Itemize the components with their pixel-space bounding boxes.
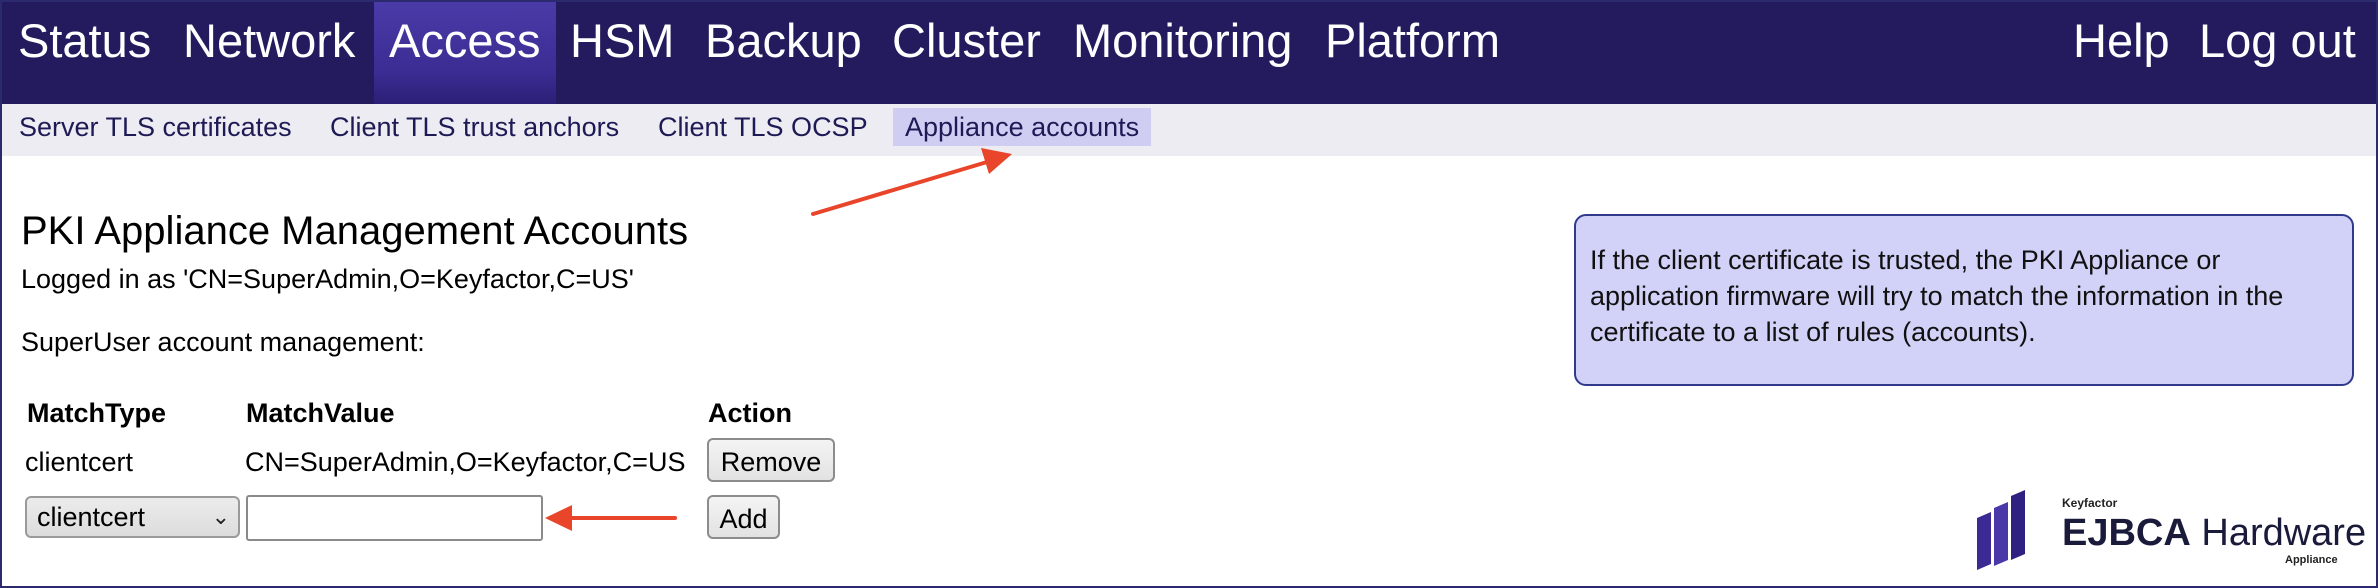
add-button[interactable]: Add — [707, 495, 780, 539]
row-match-type: clientcert — [25, 447, 134, 477]
superuser-section-label: SuperUser account management: — [21, 327, 425, 357]
nav-monitoring[interactable]: Monitoring — [1073, 14, 1293, 67]
nav-cluster[interactable]: Cluster — [892, 14, 1041, 67]
info-box-text: If the client certificate is trusted, th… — [1590, 245, 2284, 347]
sub-nav: Server TLS certificates Client TLS trust… — [2, 104, 2376, 156]
page-title: PKI Appliance Management Accounts — [21, 209, 689, 253]
nav-access[interactable]: Access — [374, 2, 556, 104]
subnav-appliance-accounts[interactable]: Appliance accounts — [893, 108, 1152, 146]
subnav-client-tls-ocsp[interactable]: Client TLS OCSP — [658, 112, 868, 142]
logo-product-name: EJBCA Hardware — [2062, 512, 2367, 554]
nav-hsm[interactable]: HSM — [570, 14, 675, 67]
ejbca-hardware-logo: Keyfactor EJBCA Hardware Appliance — [1977, 484, 2366, 574]
remove-button[interactable]: Remove — [707, 438, 835, 482]
logged-in-text: Logged in as 'CN=SuperAdmin,O=Keyfactor,… — [21, 264, 634, 294]
subnav-server-tls-certificates[interactable]: Server TLS certificates — [19, 112, 292, 142]
column-header-matchvalue: MatchValue — [246, 398, 395, 428]
match-type-selected-value: clientcert — [37, 502, 146, 532]
top-nav: Status Network Access HSM Backup Cluster… — [2, 2, 2376, 104]
arrow-to-appliance-accounts — [811, 148, 1012, 216]
logo-appliance-text: Appliance — [2285, 554, 2338, 566]
match-type-select[interactable]: clientcert ⌄ — [25, 496, 240, 538]
logo-keyfactor-text: Keyfactor — [2062, 496, 2118, 510]
nav-help[interactable]: Help — [2073, 14, 2170, 67]
row-match-value: CN=SuperAdmin,O=Keyfactor,C=US — [245, 447, 686, 477]
subnav-client-tls-trust-anchors[interactable]: Client TLS trust anchors — [330, 112, 620, 142]
match-value-input[interactable] — [246, 495, 543, 541]
nav-platform[interactable]: Platform — [1325, 14, 1500, 67]
nav-network[interactable]: Network — [183, 14, 356, 67]
column-header-matchtype: MatchType — [27, 398, 167, 428]
nav-logout[interactable]: Log out — [2199, 14, 2356, 67]
column-header-action: Action — [708, 398, 792, 428]
info-box: If the client certificate is trusted, th… — [1574, 214, 2354, 386]
nav-backup[interactable]: Backup — [705, 14, 862, 67]
arrow-to-match-value-input — [545, 505, 677, 531]
logo-mark-icon — [1977, 490, 2025, 570]
chevron-down-icon: ⌄ — [211, 504, 230, 529]
nav-status[interactable]: Status — [18, 14, 152, 67]
